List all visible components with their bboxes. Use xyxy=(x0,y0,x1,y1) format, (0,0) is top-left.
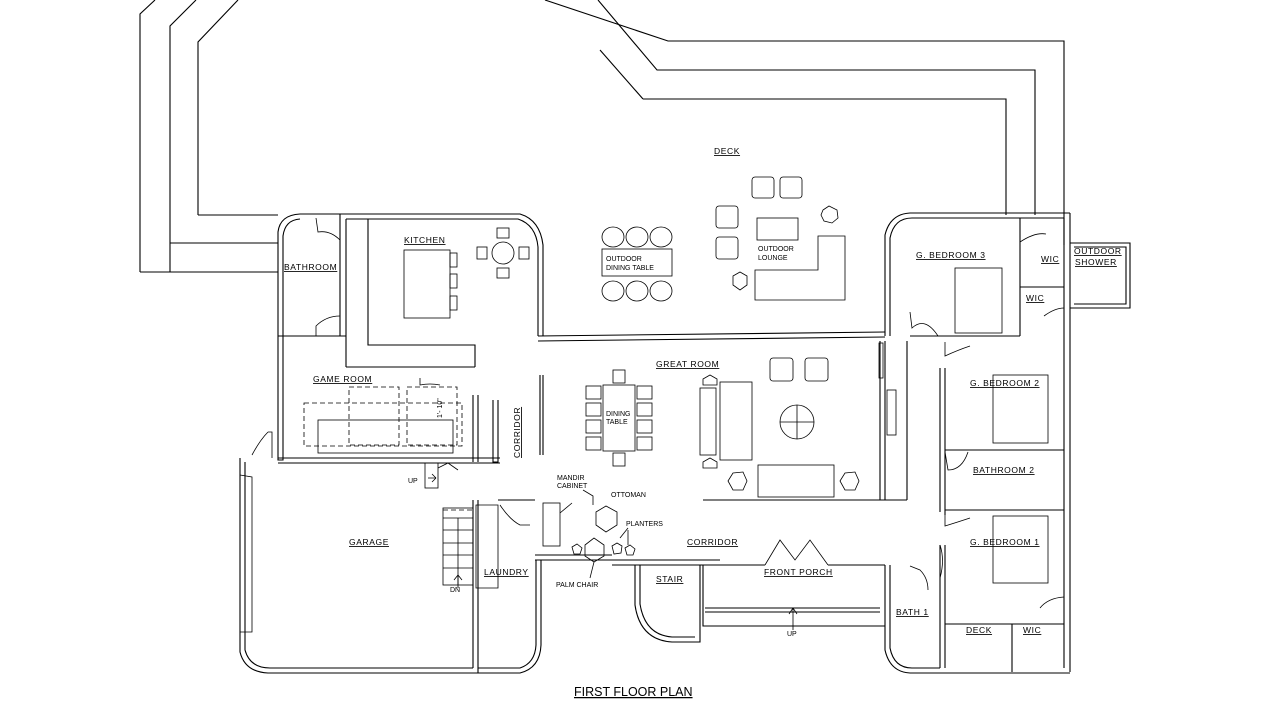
label-corridor: CORRIDOR xyxy=(687,537,738,547)
label-g-bedroom-1: G. BEDROOM 1 xyxy=(970,537,1040,547)
furniture xyxy=(303,176,1049,630)
label-laundry: LAUNDRY xyxy=(484,567,529,577)
label-outdoor-dining-1: OUTDOOR xyxy=(606,256,642,263)
label-palm-chair: PALM CHAIR xyxy=(556,582,598,589)
label-mandir-1: MANDIR xyxy=(557,475,585,482)
label-game-room: GAME ROOM xyxy=(313,374,372,384)
label-wic-bottom: WIC xyxy=(1023,625,1041,635)
label-outdoor-shower-2: SHOWER xyxy=(1075,257,1117,267)
label-deck-top: DECK xyxy=(714,146,740,156)
label-dining-2: TABLE xyxy=(606,419,628,426)
label-wic-top: WIC xyxy=(1041,254,1059,264)
label-g-bedroom-2: G. BEDROOM 2 xyxy=(970,378,1040,388)
label-bathroom-2: BATHROOM 2 xyxy=(973,465,1035,475)
label-great-room: GREAT ROOM xyxy=(656,359,719,369)
door-swings xyxy=(251,217,1065,609)
label-outdoor-dining-2: DINING TABLE xyxy=(606,265,654,272)
label-up-porch: UP xyxy=(787,631,797,638)
label-dining-1: DINING xyxy=(606,411,631,418)
label-corridor-vertical: CORRIDOR xyxy=(512,407,522,458)
label-wic-mid: WIC xyxy=(1026,293,1044,303)
label-up-stair: UP xyxy=(408,478,418,485)
label-mandir-2: CABINET xyxy=(557,483,588,490)
plan-title: FIRST FLOOR PLAN xyxy=(574,685,693,699)
label-dn-stair: DN xyxy=(450,587,460,594)
label-outdoor-lounge-2: LOUNGE xyxy=(758,255,788,262)
label-kitchen: KITCHEN xyxy=(404,235,446,245)
label-bathroom: BATHROOM xyxy=(284,262,337,272)
label-planters: PLANTERS xyxy=(626,521,663,528)
label-g-bedroom-3: G. BEDROOM 3 xyxy=(916,250,986,260)
building-walls xyxy=(239,212,1131,674)
label-garage: GARAGE xyxy=(349,537,389,547)
room-labels: DECK KITCHEN BATHROOM OUTDOOR DINING TAB… xyxy=(284,146,1122,638)
label-dimension: 1'- 10" xyxy=(437,398,444,418)
label-ottoman: OTTOMAN xyxy=(611,492,646,499)
label-outdoor-lounge-1: OUTDOOR xyxy=(758,246,794,253)
label-outdoor-shower-1: OUTDOOR xyxy=(1074,246,1122,256)
label-deck-bottom: DECK xyxy=(966,625,992,635)
label-bath-1: BATH 1 xyxy=(896,607,929,617)
deck-boundary xyxy=(139,0,1065,273)
label-stair: STAIR xyxy=(656,574,683,584)
label-front-porch: FRONT PORCH xyxy=(764,567,833,577)
